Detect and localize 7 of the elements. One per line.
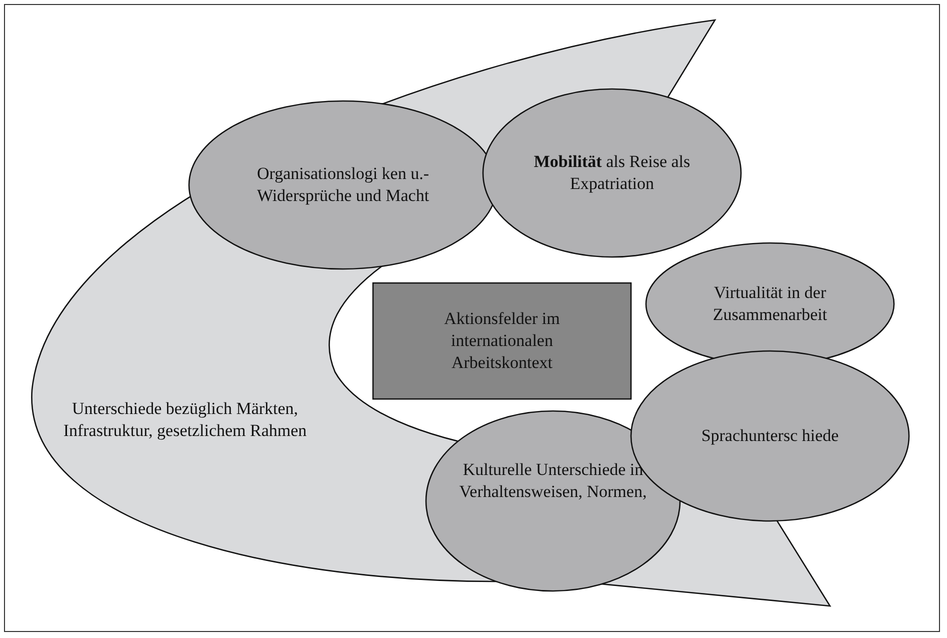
node-label: Virtualität in der Zusammenarbeit [712,282,828,326]
node-label: Mobilität als Reise als Expatriation [532,151,692,195]
node-label: Aktionsfelder im internationalen Arbeitskontext [443,308,561,374]
node-label: Unterschiede bezüglich Märkten, Infrastruktur, gesetzlichem Rahmen [62,398,308,442]
node-label: Kulturelle Unterschiede in Verhaltensweisen, Normen, [458,459,648,503]
node-label: Sprachuntersc hiede [700,425,840,447]
node-label: Organisationslogi ken u.- Widersprüche und Macht [256,163,430,207]
